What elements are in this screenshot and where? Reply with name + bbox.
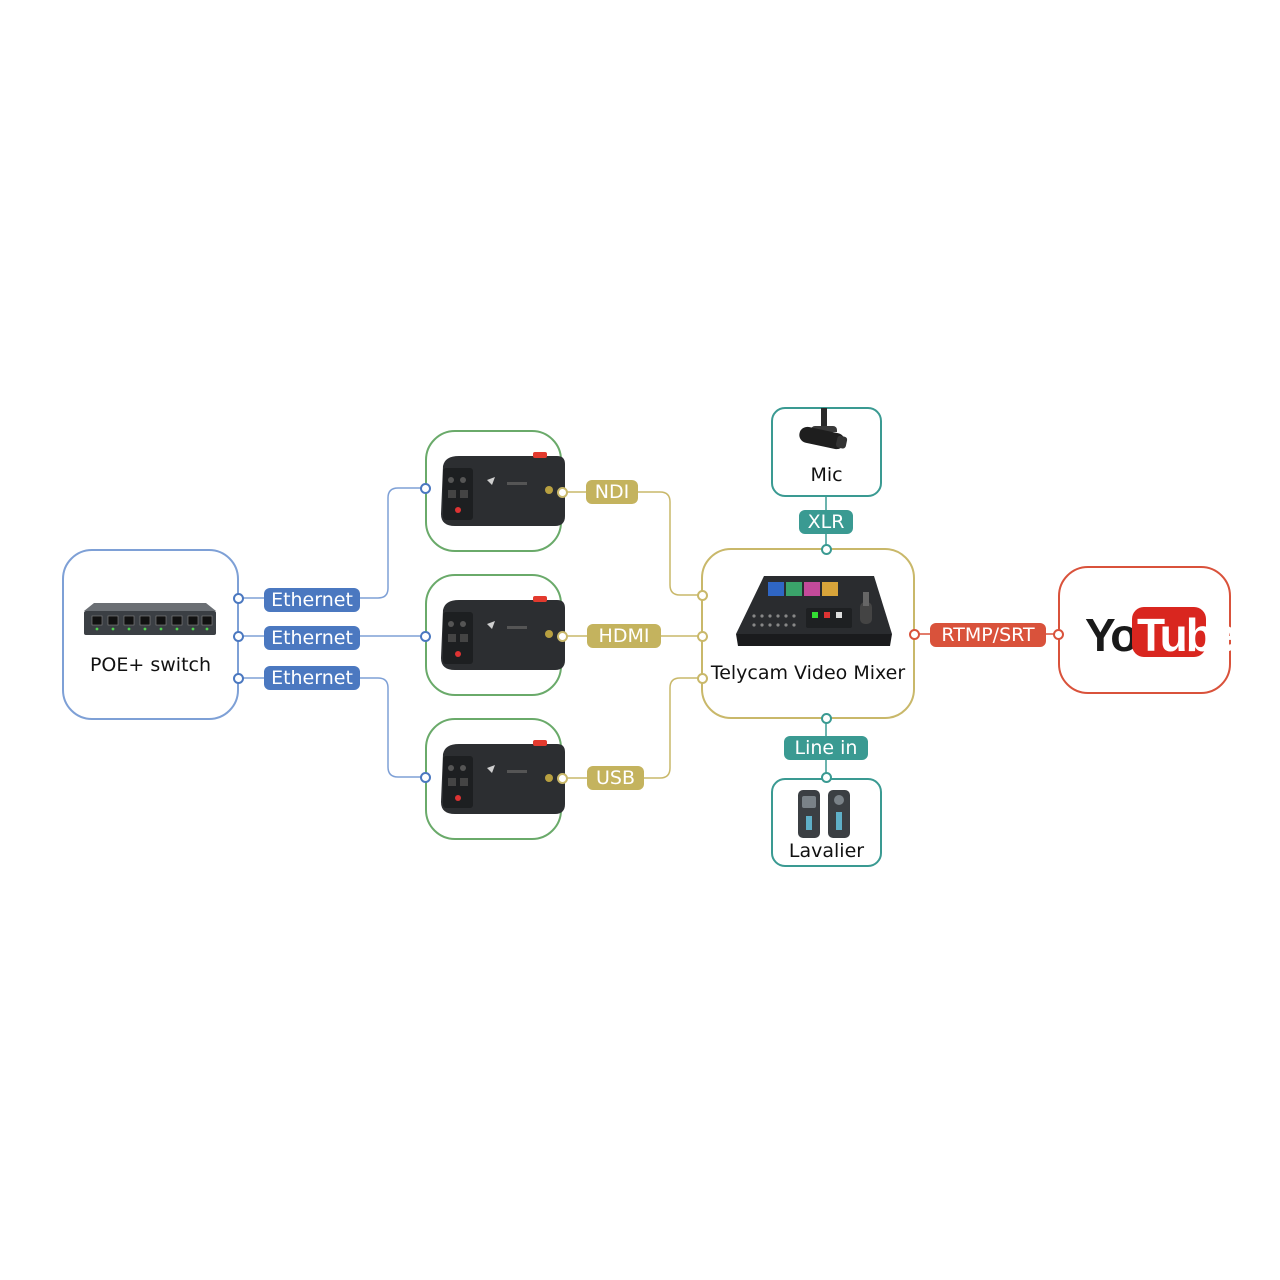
dot-camera-2-out [557, 631, 568, 642]
mic-label: Mic [810, 464, 843, 486]
pill-xlr: XLR [799, 510, 853, 534]
dot-switch-2 [233, 631, 244, 642]
dot-camera-2-in [420, 631, 431, 642]
youtube-logo-badge [1132, 607, 1206, 657]
dot-switch-3 [233, 673, 244, 684]
line-switch-camera-3 [238, 677, 426, 778]
video-mixer-icon [736, 576, 892, 646]
pill-ethernet-1: Ethernet [264, 588, 360, 612]
pill-usb: USB [587, 766, 644, 790]
pill-ethernet-2: Ethernet [264, 626, 360, 650]
dot-camera-1-in [420, 483, 431, 494]
pill-ndi: NDI [586, 480, 638, 504]
poe-switch-icon [84, 603, 216, 635]
dot-switch-1 [233, 593, 244, 604]
camera-icon [441, 740, 565, 814]
dot-mixer-line-in [821, 713, 832, 724]
pill-rtmp-srt: RTMP/SRT [930, 623, 1046, 647]
dot-camera-3-out [557, 773, 568, 784]
mixer-label: Telycam Video Mixer [710, 662, 906, 684]
camera-icon [441, 452, 565, 526]
dot-lavalier-out [821, 772, 832, 783]
youtube-logo-tube: Tube [1137, 609, 1237, 661]
dot-mixer-hdmi [697, 631, 708, 642]
pill-hdmi: HDMI [587, 624, 661, 648]
lavalier-label: Lavalier [788, 840, 865, 862]
dot-youtube-in [1053, 629, 1064, 640]
lavalier-icon [798, 790, 850, 838]
line-switch-camera-1 [238, 487, 426, 599]
microphone-icon [799, 408, 848, 450]
switch-node [62, 549, 239, 720]
dot-camera-3-in [420, 772, 431, 783]
switch-label: POE+ switch [89, 654, 212, 676]
lavalier-node [771, 778, 882, 867]
dot-mixer-xlr [821, 544, 832, 555]
dot-mixer-ndi [697, 590, 708, 601]
pill-ethernet-3: Ethernet [264, 666, 360, 690]
dot-camera-1-out [557, 487, 568, 498]
camera-icon [441, 596, 565, 670]
line-ndi-mixer [562, 491, 702, 596]
youtube-logo-icon: You Tube [1083, 605, 1237, 661]
dot-mixer-usb [697, 673, 708, 684]
line-usb-mixer [562, 677, 702, 779]
dot-mixer-out [909, 629, 920, 640]
pill-line-in: Line in [784, 736, 868, 760]
